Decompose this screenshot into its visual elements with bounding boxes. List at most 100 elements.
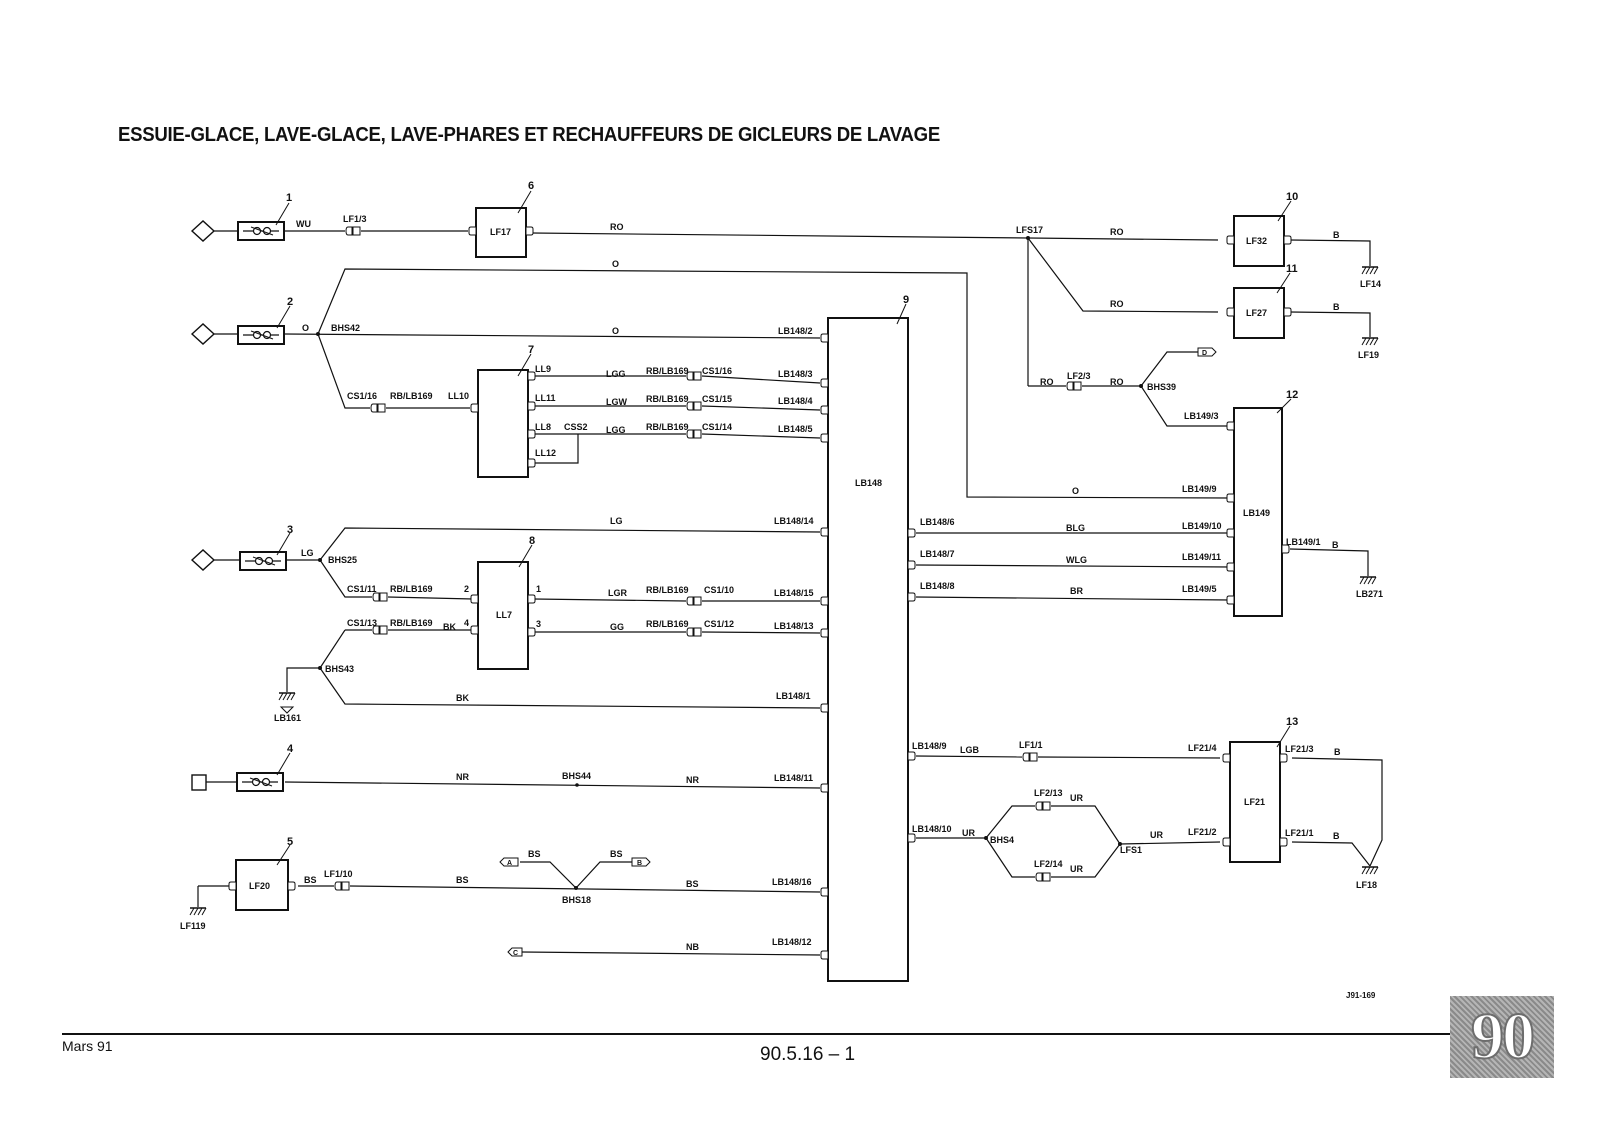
connector-c-label: C — [513, 950, 518, 957]
pin-label-lb149-10: LB149/10 — [1182, 521, 1222, 531]
wire-label-o-lb149: O — [1072, 486, 1079, 496]
pin-label-lb148-12: LB148/12 — [772, 937, 812, 947]
conn-label-lf1-1: LF1/1 — [1019, 740, 1043, 750]
wire-label-o-top: O — [612, 259, 619, 269]
box-lf27 — [1233, 287, 1285, 339]
component-5: 5 — [287, 836, 293, 848]
pin-label-lf21-2: LF21/2 — [1188, 827, 1217, 837]
box-lb149 — [1233, 407, 1283, 617]
wire-label-o-2: O — [302, 323, 309, 333]
wire-label-ro-bhs39: RO — [1110, 377, 1124, 387]
ground-label-lf18: LF18 — [1356, 880, 1377, 890]
splice-label-bhs44: BHS44 — [562, 771, 591, 781]
component-10: 10 — [1286, 191, 1298, 203]
wire-label-b-lf27: B — [1333, 302, 1340, 312]
diamond-terminal-3 — [190, 549, 216, 571]
wire-label-ro-lf32: RO — [1110, 227, 1124, 237]
component-8: 8 — [529, 535, 535, 547]
connector-a — [499, 857, 519, 867]
conn-label-lf1-10: LF1/10 — [324, 869, 353, 879]
wire-label-nr-2: NR — [686, 775, 699, 785]
splice-label-lfs1: LFS1 — [1120, 845, 1142, 855]
wires — [197, 230, 1383, 956]
wire-label-rb-lb169-4: RB/LB169 — [646, 422, 689, 432]
ground-label-lb271: LB271 — [1356, 589, 1383, 599]
conn-label-cs1-15: CS1/15 — [702, 394, 732, 404]
wire-label-b-lb149: B — [1332, 540, 1339, 550]
pin-label-ll9: LL9 — [535, 364, 551, 374]
arrow-connectors — [499, 347, 1217, 957]
splice-label-bhs25: BHS25 — [328, 555, 357, 565]
wire-label-o-mid: O — [612, 326, 619, 336]
pin-label-lb148-9: LB148/9 — [912, 741, 947, 751]
pin-label-lb148-15: LB148/15 — [774, 588, 814, 598]
wire-label-bs-1: BS — [304, 875, 317, 885]
component-7: 7 — [528, 344, 534, 356]
section-badge: 90 — [1450, 996, 1554, 1078]
wire-label-ro-lf27: RO — [1110, 299, 1124, 309]
splice-label-bhs4: BHS4 — [990, 835, 1014, 845]
wire-label-nb: NB — [686, 942, 699, 952]
lb161-triangle — [279, 706, 295, 714]
pin-label-lb148-11: LB148/11 — [774, 773, 813, 783]
wire-label-lgg-1: LGG — [606, 369, 626, 379]
wire-label-rb-lb169-8: RB/LB169 — [646, 619, 689, 629]
pin-number-3: 3 — [536, 619, 541, 629]
wire-label-nr-1: NR — [456, 772, 469, 782]
pin-label-ll12: LL12 — [535, 448, 556, 458]
wire-label-b-lf21a: B — [1334, 747, 1341, 757]
box-label-lb148: LB148 — [855, 478, 882, 488]
wire-label-rb-lb169-6: RB/LB169 — [646, 585, 689, 595]
wire-label-b-lf21b: B — [1333, 831, 1340, 841]
ground-label-lb161: LB161 — [274, 713, 301, 723]
pin-label-lb148-6: LB148/6 — [920, 517, 955, 527]
component-4: 4 — [287, 743, 294, 755]
footer-date: Mars 91 — [62, 1038, 113, 1054]
pin-number-4: 4 — [464, 618, 469, 628]
box-lf21 — [1229, 741, 1281, 863]
wire-label-bs-b: BS — [610, 849, 623, 859]
pin-label-lb148-2: LB148/2 — [778, 326, 813, 336]
pin-label-lf21-4: LF21/4 — [1188, 743, 1217, 753]
conn-label-cs1-11: CS1/11 — [347, 584, 377, 594]
conn-label-cs1-14: CS1/14 — [702, 422, 732, 432]
pin-label-lf21-1: LF21/1 — [1285, 828, 1314, 838]
pin-label-lb148-4: LB148/4 — [778, 396, 813, 406]
wire-label-ur-1: UR — [1070, 793, 1083, 803]
box-lf20 — [235, 859, 289, 911]
wire-label-rb-lb169-3: RB/LB169 — [646, 394, 689, 404]
pin-label-lb148-14: LB148/14 — [774, 516, 814, 526]
conn-label-cs1-12: CS1/12 — [704, 619, 734, 629]
pin-label-lf21-3: LF21/3 — [1285, 744, 1314, 754]
conn-label-lf2-14: LF2/14 — [1034, 859, 1063, 869]
ground-label-lf119: LF119 — [180, 921, 206, 931]
box-label-lf20: LF20 — [249, 881, 270, 891]
switch-2 — [237, 324, 285, 346]
wire-label-ur-2: UR — [962, 828, 975, 838]
conn-label-lf2-3: LF2/3 — [1067, 371, 1091, 381]
section-number: 90 — [1470, 999, 1536, 1074]
component-2: 2 — [287, 296, 293, 308]
wire-label-rb-lb169-5: RB/LB169 — [390, 584, 433, 594]
wire-label-ur-3: UR — [1150, 830, 1163, 840]
input-terminals — [190, 220, 216, 791]
box-label-lf17: LF17 — [490, 227, 511, 237]
conn-label-cs1-16a: CS1/16 — [702, 366, 732, 376]
conn-label-lf1-3: LF1/3 — [343, 214, 367, 224]
wire-label-ro-lf2: RO — [1040, 377, 1054, 387]
wire-label-lg-3: LG — [301, 548, 314, 558]
switch-4 — [236, 771, 284, 793]
pin-label-ll11: LL11 — [535, 393, 556, 403]
pin-number-1: 1 — [536, 584, 541, 594]
pin-label-lb149-1: LB149/1 — [1286, 537, 1321, 547]
splice-label-lfs17: LFS17 — [1016, 225, 1043, 235]
component-13: 13 — [1286, 716, 1298, 728]
square-terminal-4 — [191, 774, 207, 791]
pin-label-lb149-5: LB149/5 — [1182, 584, 1217, 594]
pin-label-lb148-5: LB148/5 — [778, 424, 813, 434]
connector-d — [1197, 347, 1217, 357]
connector-b-label: B — [637, 860, 642, 867]
pin-number-2: 2 — [464, 584, 469, 594]
box-label-lf21: LF21 — [1244, 797, 1265, 807]
